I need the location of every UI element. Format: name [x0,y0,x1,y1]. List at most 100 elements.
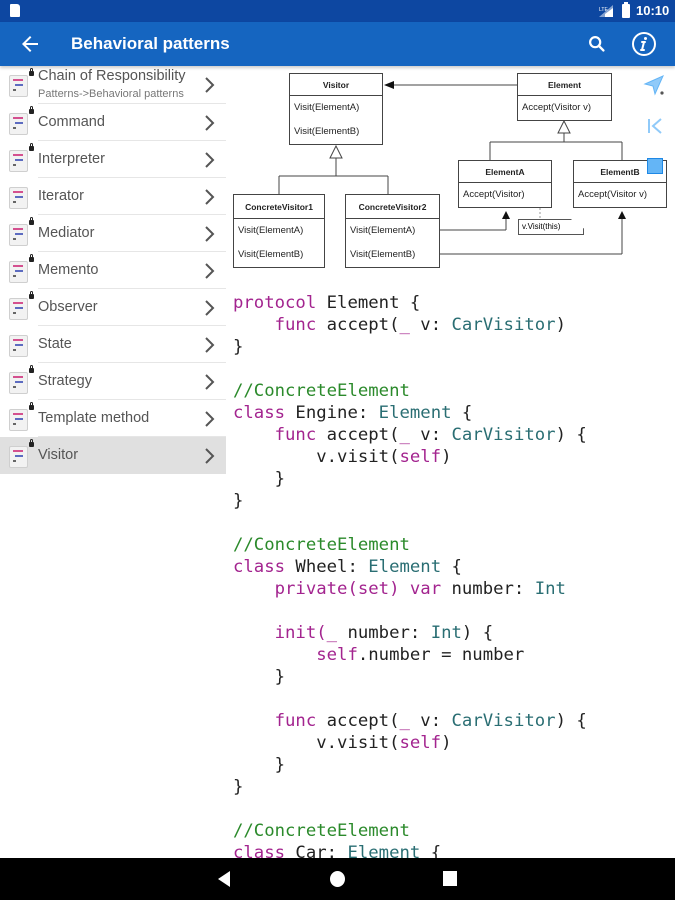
sidebar-item[interactable]: Iterator [0,178,226,215]
class-name: ElementB [574,161,666,183]
class-method: Visit(ElementA) [350,225,416,236]
class-name: Element [518,74,611,96]
code-token: .number = number [357,645,525,665]
code-line: private(set) var number: Int [233,578,587,600]
code-file-icon [9,409,28,431]
uml-class-visitor: Visitor Visit(ElementA) Visit(ElementB) [289,73,383,145]
send-icon[interactable] [643,74,665,96]
expand-icon[interactable] [647,158,663,174]
sidebar-item[interactable]: Mediator [0,215,226,252]
code-line: class Car: Element { [233,842,587,858]
search-icon[interactable] [586,33,608,55]
sidebar-item-label: Template method [38,410,150,426]
sidebar-item[interactable]: Strategy [0,363,226,400]
class-method: Accept(Visitor v) [522,102,591,113]
code-token: //ConcreteElement [233,821,410,841]
code-line [233,600,587,622]
divider [38,436,226,437]
class-name: ConcreteVisitor2 [346,195,439,219]
class-method: Accept(Visitor) [463,189,525,200]
uml-diagram: Visitor Visit(ElementA) Visit(ElementB) … [226,66,675,276]
code-token: class [233,557,286,577]
nav-home-button[interactable] [330,871,345,887]
code-line: } [233,468,587,490]
sidebar-item[interactable]: Command [0,104,226,141]
sidebar-item-label: Chain of Responsibility [38,68,186,84]
code-token: } [233,755,286,775]
chevron-right-icon [205,77,215,93]
code-file-icon [9,446,28,468]
code-token: v: [409,711,452,731]
code-block: protocol Element { func accept(_ v: CarV… [233,292,587,858]
sidebar-item[interactable]: Observer [0,289,226,326]
code-token: } [233,337,244,357]
code-token: protocol [233,293,317,313]
class-method: Accept(Visitor v) [578,189,647,200]
divider [38,103,226,104]
code-line: init(_ number: Int) { [233,622,587,644]
divider [38,251,226,252]
code-line: self.number = number [233,644,587,666]
chevron-right-icon [205,115,215,131]
chevron-right-icon [205,152,215,168]
code-token: Car: [285,843,348,858]
code-token: accept( [316,425,400,445]
code-token [233,579,275,599]
code-token: func [274,425,317,445]
lock-icon [29,68,34,76]
sidebar-item[interactable]: Template method [0,400,226,437]
code-token: class [233,843,286,858]
code-token: { [441,557,462,577]
code-token: CarVisitor [451,711,556,731]
class-name: ElementA [459,161,551,183]
chevron-right-icon [205,300,215,316]
lock-icon [29,439,34,447]
battery-icon [622,2,630,18]
nav-recents-button[interactable] [443,871,457,886]
code-token: _ [399,425,410,445]
code-token [233,623,275,643]
chevron-right-icon [205,226,215,242]
back-arrow-icon[interactable] [18,32,42,56]
code-token: Element { [316,293,421,313]
code-token: v: [409,315,452,335]
divider [38,140,226,141]
code-line [233,688,587,710]
nav-back-button[interactable] [218,871,230,887]
lock-icon [29,402,34,410]
code-line: class Wheel: Element { [233,556,587,578]
sim-card-icon [10,4,20,17]
code-line: } [233,776,587,798]
code-token: //ConcreteElement [233,535,410,555]
code-token: { [451,403,473,423]
code-token: } [233,491,244,511]
sidebar-item[interactable]: Interpreter [0,141,226,178]
uml-class-concrete-visitor-2: ConcreteVisitor2 Visit(ElementA) Visit(E… [345,194,440,268]
code-token: } [233,777,244,797]
app-bar: Behavioral patterns [0,22,675,66]
class-method: Visit(ElementA) [238,225,304,236]
code-line: //ConcreteElement [233,534,587,556]
first-page-icon[interactable] [645,116,665,136]
code-token [233,315,275,335]
sidebar-item-label: Command [38,114,105,130]
code-token: { [420,843,442,858]
class-name: Visitor [290,74,382,96]
divider [38,362,226,363]
code-file-icon [9,372,28,394]
code-token: //ConcreteElement [233,381,410,401]
sidebar-item[interactable]: State [0,326,226,363]
code-token: _ [399,711,410,731]
uml-class-element-b: ElementB Accept(Visitor v) [573,160,667,208]
code-token: v: [409,425,452,445]
status-bar: LTE 10:10 [0,0,675,22]
code-token: Element [368,557,442,577]
sidebar-item[interactable]: Visitor [0,437,226,474]
code-file-icon [9,261,28,283]
code-line: v.visit(self) [233,446,587,468]
info-icon[interactable] [631,31,657,57]
sidebar-item[interactable]: Memento [0,252,226,289]
code-token: self [316,645,358,665]
